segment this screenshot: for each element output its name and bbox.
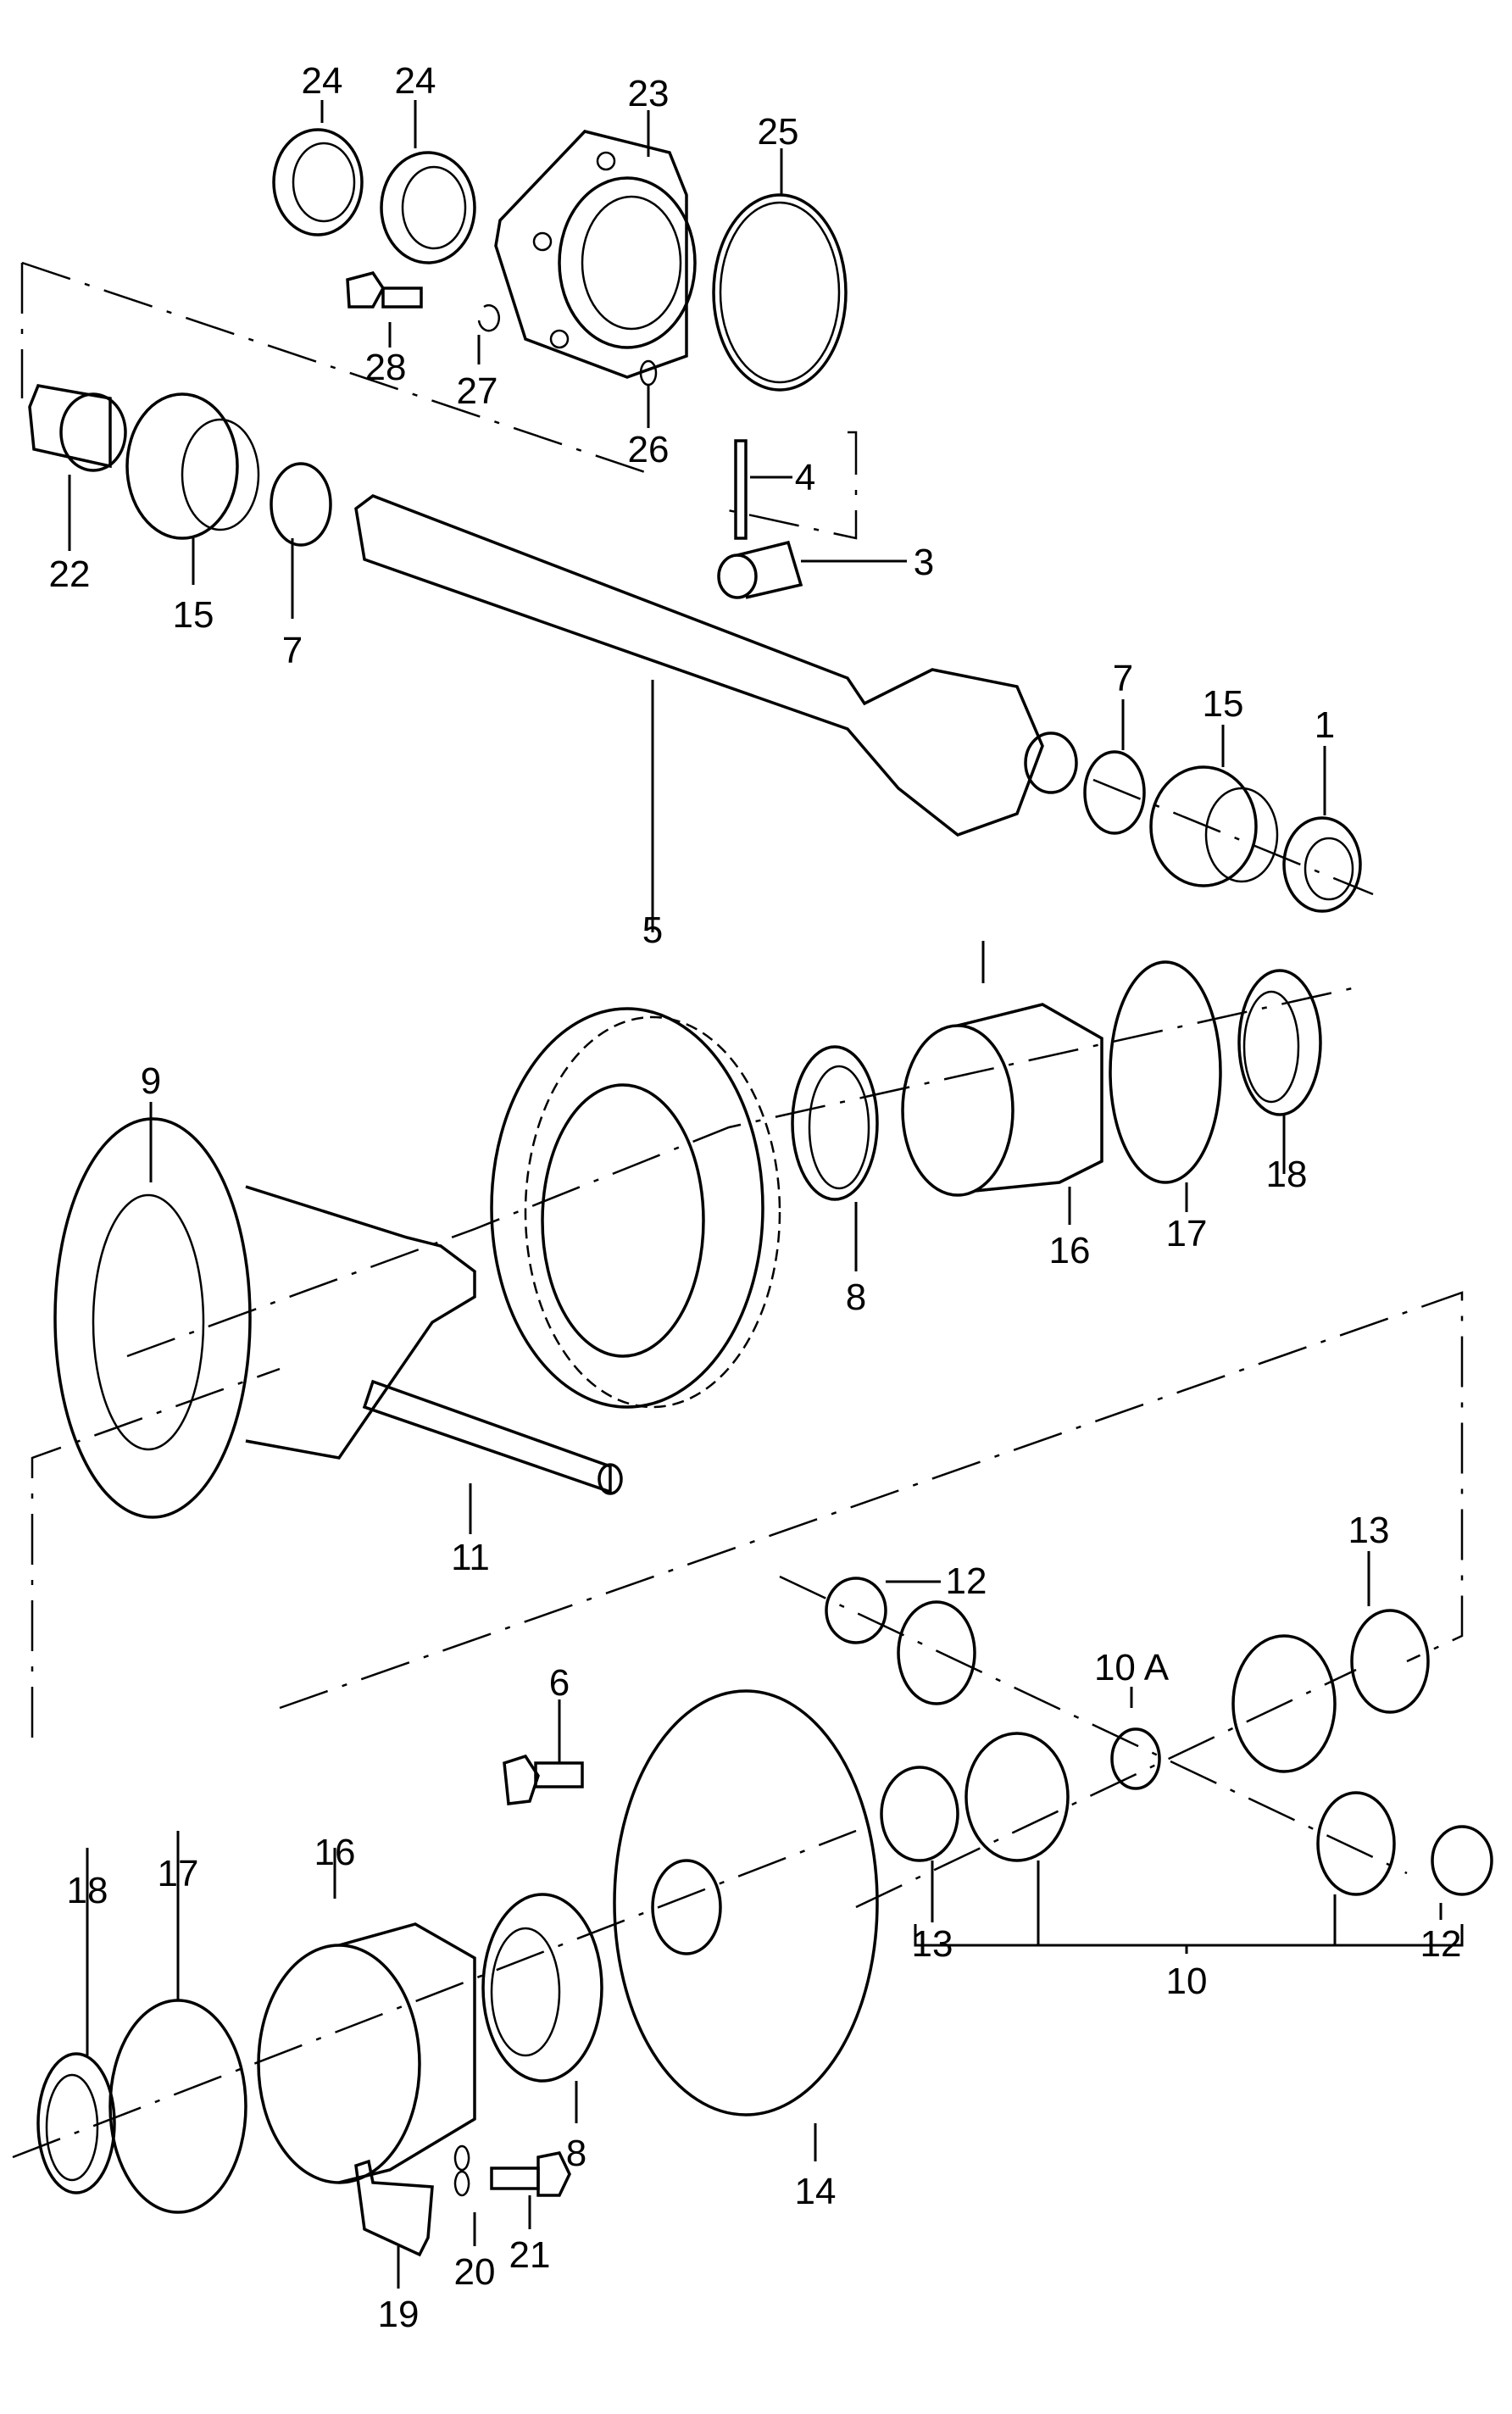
lock-washer-20 — [453, 2144, 470, 2197]
o-ring-17-lower — [108, 1999, 247, 2214]
diff-cover-14 — [613, 1689, 879, 2116]
label-15a: 15 — [173, 594, 214, 636]
label-9: 9 — [141, 1060, 161, 1102]
bearing-15-upper — [125, 392, 260, 540]
crown-wheel — [490, 1007, 781, 1409]
part-labels: 24 24 23 25 28 27 26 4 3 22 15 7 7 15 1 … — [49, 60, 1462, 2335]
label-26: 26 — [628, 429, 670, 470]
label-4: 4 — [795, 457, 815, 498]
label-8a: 8 — [846, 1277, 866, 1318]
label-13a: 13 — [1348, 1510, 1390, 1551]
side-gear-right — [1231, 1634, 1337, 1773]
seal-18-lower — [36, 2052, 116, 2194]
flange-16-upper — [901, 1003, 1103, 1197]
label-27: 27 — [457, 370, 498, 412]
leader-lines — [68, 100, 1443, 2289]
label-5: 5 — [642, 909, 663, 951]
seal-24a — [272, 128, 364, 236]
bearing-8-lower — [481, 1893, 603, 2083]
label-28: 28 — [365, 347, 407, 388]
bracket-10 — [914, 1924, 1464, 1954]
bearing-housing-23 — [494, 130, 697, 379]
planet-gear-upper — [897, 1600, 976, 1705]
spacer-10a — [1110, 1727, 1161, 1790]
seal-24b — [380, 151, 476, 264]
label-8b: 8 — [566, 2133, 586, 2174]
shim-13-right — [1350, 1609, 1430, 1714]
label-6: 6 — [549, 1662, 570, 1704]
label-13b: 13 — [912, 1923, 953, 1965]
side-gear-left — [964, 1732, 1070, 1862]
label-14: 14 — [795, 2171, 837, 2212]
label-23: 23 — [628, 73, 670, 114]
bolt-21 — [490, 2151, 571, 2197]
label-21: 21 — [509, 2234, 551, 2276]
bolt-6 — [503, 1754, 584, 1805]
label-12b: 12 — [1420, 1923, 1462, 1965]
label-24a: 24 — [302, 60, 343, 102]
label-17a: 17 — [1166, 1213, 1208, 1254]
bearing-8-upper — [791, 1045, 879, 1201]
bearing-15-lower — [1149, 765, 1279, 887]
washer-27 — [477, 303, 501, 332]
o-ring-25 — [712, 193, 848, 392]
shim-13-left — [880, 1766, 959, 1862]
label-22: 22 — [49, 553, 91, 595]
label-7a: 7 — [282, 630, 303, 671]
planet-gear-lower — [1316, 1791, 1396, 1896]
drive-gear-3 — [717, 540, 803, 599]
washer-12-lower — [1431, 1825, 1493, 1896]
label-15b: 15 — [1203, 683, 1244, 725]
label-18b: 18 — [67, 1870, 108, 1911]
shim-7-upper — [270, 462, 332, 547]
label-19: 19 — [378, 2294, 420, 2335]
seal-18-upper — [1237, 969, 1322, 1116]
label-17b: 17 — [158, 1853, 199, 1894]
label-10: 10 — [1166, 1961, 1208, 2002]
seal-1 — [1282, 816, 1362, 913]
label-1: 1 — [1315, 704, 1335, 746]
label-16a: 16 — [1049, 1230, 1091, 1271]
washer-12-upper — [825, 1577, 887, 1644]
shaft-11 — [362, 1379, 623, 1495]
lock-plate-19 — [354, 2159, 434, 2257]
label-24b: 24 — [395, 60, 436, 102]
shim-7-lower — [1083, 750, 1146, 835]
sleeve-22 — [28, 384, 127, 472]
label-12a: 12 — [946, 1560, 987, 1602]
bolt-28 — [346, 270, 423, 309]
label-10a: 10 A — [1094, 1647, 1170, 1688]
pinion-shaft-5 — [354, 494, 1078, 837]
group-boundary-top — [20, 261, 858, 540]
label-11: 11 — [451, 1537, 490, 1578]
group-boundary-lower — [31, 1291, 1464, 1738]
washer-26 — [639, 359, 658, 387]
label-7b: 7 — [1113, 658, 1133, 699]
label-20: 20 — [454, 2251, 496, 2293]
label-16b: 16 — [314, 1832, 356, 1873]
pin-4 — [734, 439, 748, 540]
label-18a: 18 — [1266, 1154, 1308, 1195]
label-25: 25 — [758, 111, 799, 153]
flange-16-lower — [257, 1922, 476, 2184]
o-ring-17-upper — [1109, 960, 1222, 1184]
differential-housing-9 — [53, 1117, 476, 1519]
label-3: 3 — [914, 542, 934, 583]
